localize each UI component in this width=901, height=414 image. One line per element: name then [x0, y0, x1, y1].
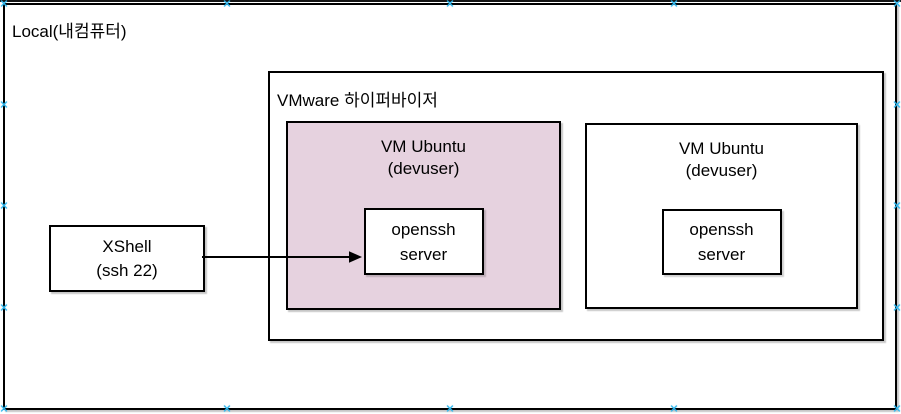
openssh1-line1: openssh — [391, 219, 456, 239]
connection-point-icon[interactable]: ✕ — [0, 199, 9, 213]
connection-point-icon[interactable]: ✕ — [445, 402, 455, 414]
local-machine-label: Local(내컴퓨터) — [12, 22, 127, 41]
vm-box-1[interactable]: VM Ubuntu (devuser) openssh server — [286, 121, 561, 310]
vm-box-2[interactable]: VM Ubuntu (devuser) openssh server — [585, 123, 858, 309]
connection-point-icon[interactable]: ✕ — [669, 402, 679, 414]
openssh-server-box-2[interactable]: openssh server — [661, 209, 782, 275]
connection-point-icon[interactable]: ✕ — [892, 0, 901, 11]
connection-point-icon[interactable]: ✕ — [0, 301, 9, 315]
connection-point-icon[interactable]: ✕ — [892, 402, 901, 414]
connection-point-icon[interactable]: ✕ — [892, 301, 901, 315]
connection-point-icon[interactable]: ✕ — [669, 0, 679, 11]
vm2-title-line1: VM Ubuntu — [678, 139, 765, 158]
local-machine-group[interactable]: Local(내컴퓨터) XShell (ssh 22) VMware 하이퍼바이… — [3, 3, 897, 410]
vm2-title: VM Ubuntu (devuser) — [587, 125, 856, 182]
hypervisor-label: VMware 하이퍼바이저 — [277, 91, 438, 110]
ssh-connection-arrow[interactable] — [201, 246, 365, 268]
connection-point-icon[interactable]: ✕ — [892, 98, 901, 112]
vm1-title-line2: (devuser) — [387, 159, 460, 178]
connection-point-icon[interactable]: ✕ — [222, 402, 232, 414]
hypervisor-group[interactable]: VMware 하이퍼바이저 VM Ubuntu (devuser) openss… — [268, 71, 884, 341]
arrowhead-icon — [349, 251, 362, 263]
xshell-label-line2: (ssh 22) — [96, 260, 158, 280]
connection-point-icon[interactable]: ✕ — [892, 199, 901, 213]
xshell-client-box[interactable]: XShell (ssh 22) — [49, 225, 205, 292]
xshell-label-line1: XShell — [102, 236, 152, 256]
connection-point-icon[interactable]: ✕ — [0, 98, 9, 112]
vm2-title-line2: (devuser) — [685, 161, 758, 180]
vm1-title-line1: VM Ubuntu — [380, 137, 467, 156]
openssh-server-box-1[interactable]: openssh server — [363, 208, 484, 275]
vm1-title: VM Ubuntu (devuser) — [288, 123, 559, 180]
connection-point-icon[interactable]: ✕ — [0, 402, 9, 414]
connection-point-icon[interactable]: ✕ — [222, 0, 232, 11]
openssh2-line2: server — [697, 245, 746, 264]
connection-point-icon[interactable]: ✕ — [445, 0, 455, 11]
top-edge-line — [0, 0, 901, 2]
connection-point-icon[interactable]: ✕ — [0, 0, 9, 11]
openssh1-line2: server — [399, 244, 448, 264]
openssh2-line1: openssh — [689, 220, 754, 239]
